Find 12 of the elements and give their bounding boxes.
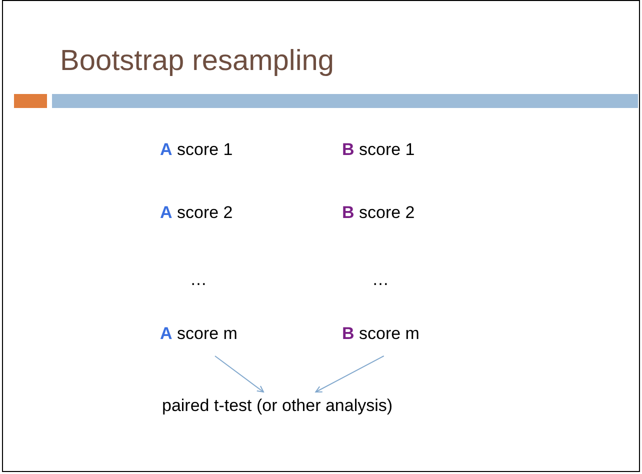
score-label: A score 1 bbox=[160, 139, 233, 161]
score-label: B score 1 bbox=[342, 139, 415, 161]
score-label: A score 2 bbox=[160, 202, 233, 224]
arrow bbox=[214, 356, 264, 392]
node-text: B score m bbox=[342, 323, 420, 346]
score-label: … bbox=[372, 269, 389, 291]
arrow bbox=[315, 356, 384, 392]
score-label: B score 2 bbox=[342, 202, 415, 224]
node-text: paired t-test (or other analysis) bbox=[162, 395, 393, 418]
score-label: … bbox=[190, 269, 207, 291]
slide-title: Bootstrap resampling bbox=[60, 44, 334, 79]
node-text: A score m bbox=[160, 323, 238, 346]
